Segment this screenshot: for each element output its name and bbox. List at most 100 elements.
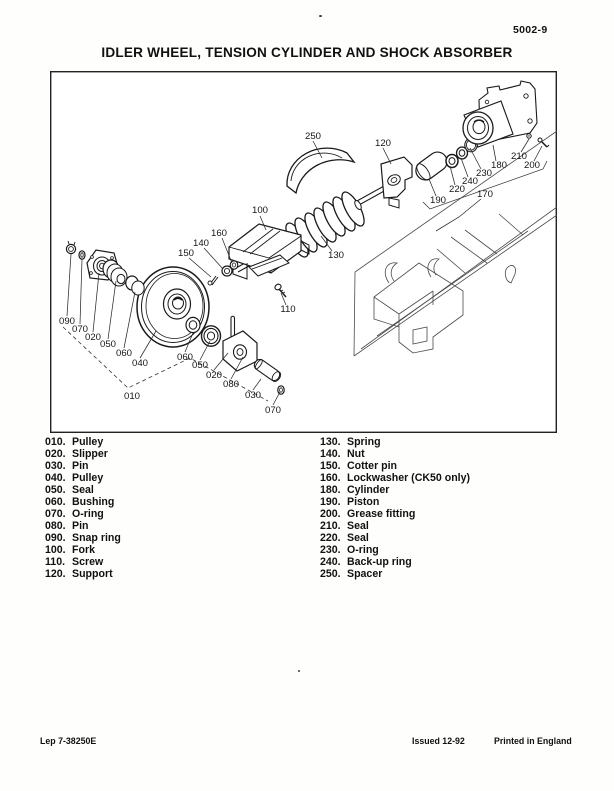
part-number: 240.: [320, 556, 341, 568]
part-number: 110.: [45, 556, 66, 568]
part-number: 050.: [45, 484, 66, 496]
part-row-080: 080. Pin: [45, 520, 121, 532]
part-number: 080.: [45, 520, 66, 532]
callout-020: 020: [206, 370, 222, 381]
callout-180: 180: [491, 160, 507, 171]
part-number: 100.: [45, 544, 66, 556]
part-row-090: 090. Snap ring: [45, 532, 121, 544]
callout-060: 060: [177, 352, 193, 363]
part-name: Slipper: [72, 448, 108, 460]
part-row-190: 190.Piston: [320, 496, 470, 508]
callout-150: 150: [178, 248, 194, 259]
part-number: 120.: [45, 568, 66, 580]
part-name: O-ring: [347, 544, 379, 556]
callout-200: 200: [524, 160, 540, 171]
part-name: Seal: [72, 484, 94, 496]
part-row-060: 060.Bushing: [45, 496, 121, 508]
screw: [274, 283, 287, 298]
callout-040: 040: [132, 358, 148, 369]
callout-070: 070: [72, 324, 88, 335]
part-row-030: 030.Pin: [45, 460, 121, 472]
group-bracket-line: [422, 160, 548, 210]
part-number: 090.: [45, 532, 66, 544]
part-name: Spring: [347, 436, 381, 448]
part-number: 220.: [320, 532, 341, 544]
footer-document-code: Lep 7-38250E: [40, 736, 97, 746]
part-name: Spacer: [347, 568, 383, 580]
part-number: 160.: [320, 472, 341, 484]
callout-010: 010: [124, 391, 140, 402]
part-row-210: 210. Seal: [320, 520, 470, 532]
part-number: 250.: [320, 568, 341, 580]
callout-210: 210: [511, 151, 527, 162]
part-name: Nut: [347, 448, 365, 460]
part-row-110: 110.Screw: [45, 556, 121, 568]
print-speck: [298, 670, 300, 672]
part-name: Piston: [347, 496, 380, 508]
part-row-150: 150. Cotter pin: [320, 460, 470, 472]
seal-and-grease-fitting: [526, 133, 550, 148]
part-name: Back-up ring: [347, 556, 412, 568]
part-name: Support: [72, 568, 113, 580]
part-number: 230.: [320, 544, 341, 556]
part-number: 010.: [45, 436, 66, 448]
cylinder: [462, 80, 538, 148]
group-dashed-line: [62, 326, 269, 402]
print-speck: [319, 15, 322, 17]
callout-250: 250: [305, 131, 321, 142]
part-number: 150.: [320, 460, 341, 472]
part-name: Bushing: [72, 496, 115, 508]
part-number: 180.: [320, 484, 341, 496]
seal-rings: [445, 137, 478, 169]
idler-wheel: [136, 266, 210, 348]
callout-130: 130: [328, 250, 344, 261]
part-name: Pulley: [72, 436, 104, 448]
part-row-050: 050. Seal: [45, 484, 121, 496]
callout-070: 070: [265, 405, 281, 416]
part-row-220: 220.Seal: [320, 532, 470, 544]
part-row-130: 130. Spring: [320, 436, 470, 448]
part-row-180: 180. Cylinder: [320, 484, 470, 496]
callout-100: 100: [252, 205, 268, 216]
part-row-010: 010. Pulley: [45, 436, 121, 448]
track-frame-outline: [353, 130, 557, 357]
footer-issued-date: Issued 12-92: [412, 736, 465, 746]
part-name: Seal: [347, 520, 369, 532]
page-title: IDLER WHEEL, TENSION CYLINDER AND SHOCK …: [101, 45, 513, 60]
part-row-100: 100.Fork: [45, 544, 121, 556]
part-number: 200.: [320, 508, 341, 520]
part-name: Cylinder: [347, 484, 390, 496]
callout-060: 060: [116, 348, 132, 359]
spacer: [286, 147, 356, 195]
part-row-250: 250. Spacer: [320, 568, 470, 580]
part-row-040: 040.Pulley: [45, 472, 121, 484]
part-name: Pin: [72, 520, 89, 532]
callout-170: 170: [477, 189, 493, 200]
part-number: 210.: [320, 520, 341, 532]
callout-240: 240: [462, 176, 478, 187]
part-row-020: 020. Slipper: [45, 448, 121, 460]
part-name: Pulley: [72, 472, 104, 484]
callout-220: 220: [449, 184, 465, 195]
fork: [228, 223, 310, 280]
part-row-120: 120. Support: [45, 568, 121, 580]
part-row-140: 140.Nut: [320, 448, 470, 460]
part-name: Snap ring: [72, 532, 121, 544]
part-name: Cotter pin: [347, 460, 398, 472]
part-row-200: 200.Grease fitting: [320, 508, 470, 520]
callout-080: 080: [223, 379, 239, 390]
part-row-240: 240. Back-up ring: [320, 556, 470, 568]
part-number: 130.: [320, 436, 341, 448]
callout-090: 090: [59, 316, 75, 327]
callout-leaders: [66, 138, 543, 406]
support-plate: [380, 156, 413, 209]
part-name: Pin: [72, 460, 89, 472]
part-number: 020.: [45, 448, 66, 460]
callout-230: 230: [476, 168, 492, 179]
callout-120: 120: [375, 138, 391, 149]
nut-washer-cotter: [207, 260, 239, 286]
